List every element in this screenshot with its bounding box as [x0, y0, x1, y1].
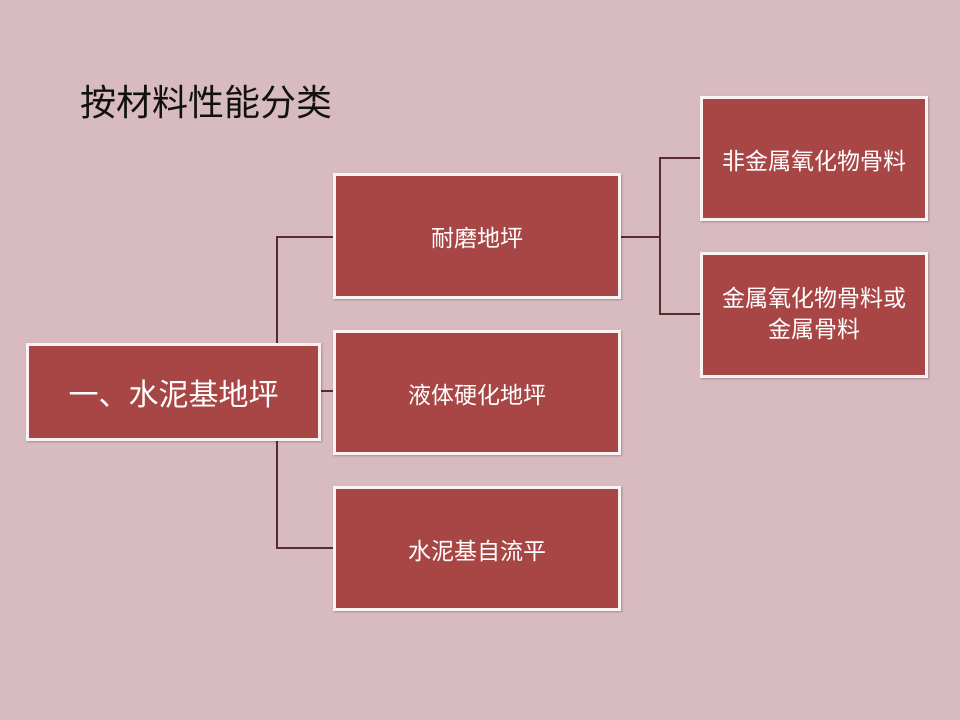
node-nonmetal-aggregate: 非金属氧化物骨料 — [700, 96, 928, 221]
node-metal-aggregate: 金属氧化物骨料或金属骨料 — [700, 252, 928, 378]
connector-line — [659, 157, 661, 315]
connector-line — [620, 236, 660, 238]
root-node: 一、水泥基地坪 — [26, 343, 321, 441]
connector-line — [659, 157, 700, 159]
node-liquid-hardened: 液体硬化地坪 — [333, 330, 621, 455]
connector-line — [320, 390, 333, 392]
connector-line — [659, 313, 700, 315]
connector-line — [276, 547, 333, 549]
slide-title: 按材料性能分类 — [80, 83, 333, 124]
connector-line — [276, 236, 333, 238]
node-self-leveling: 水泥基自流平 — [333, 486, 621, 611]
node-wear-resistant: 耐磨地坪 — [333, 173, 621, 299]
